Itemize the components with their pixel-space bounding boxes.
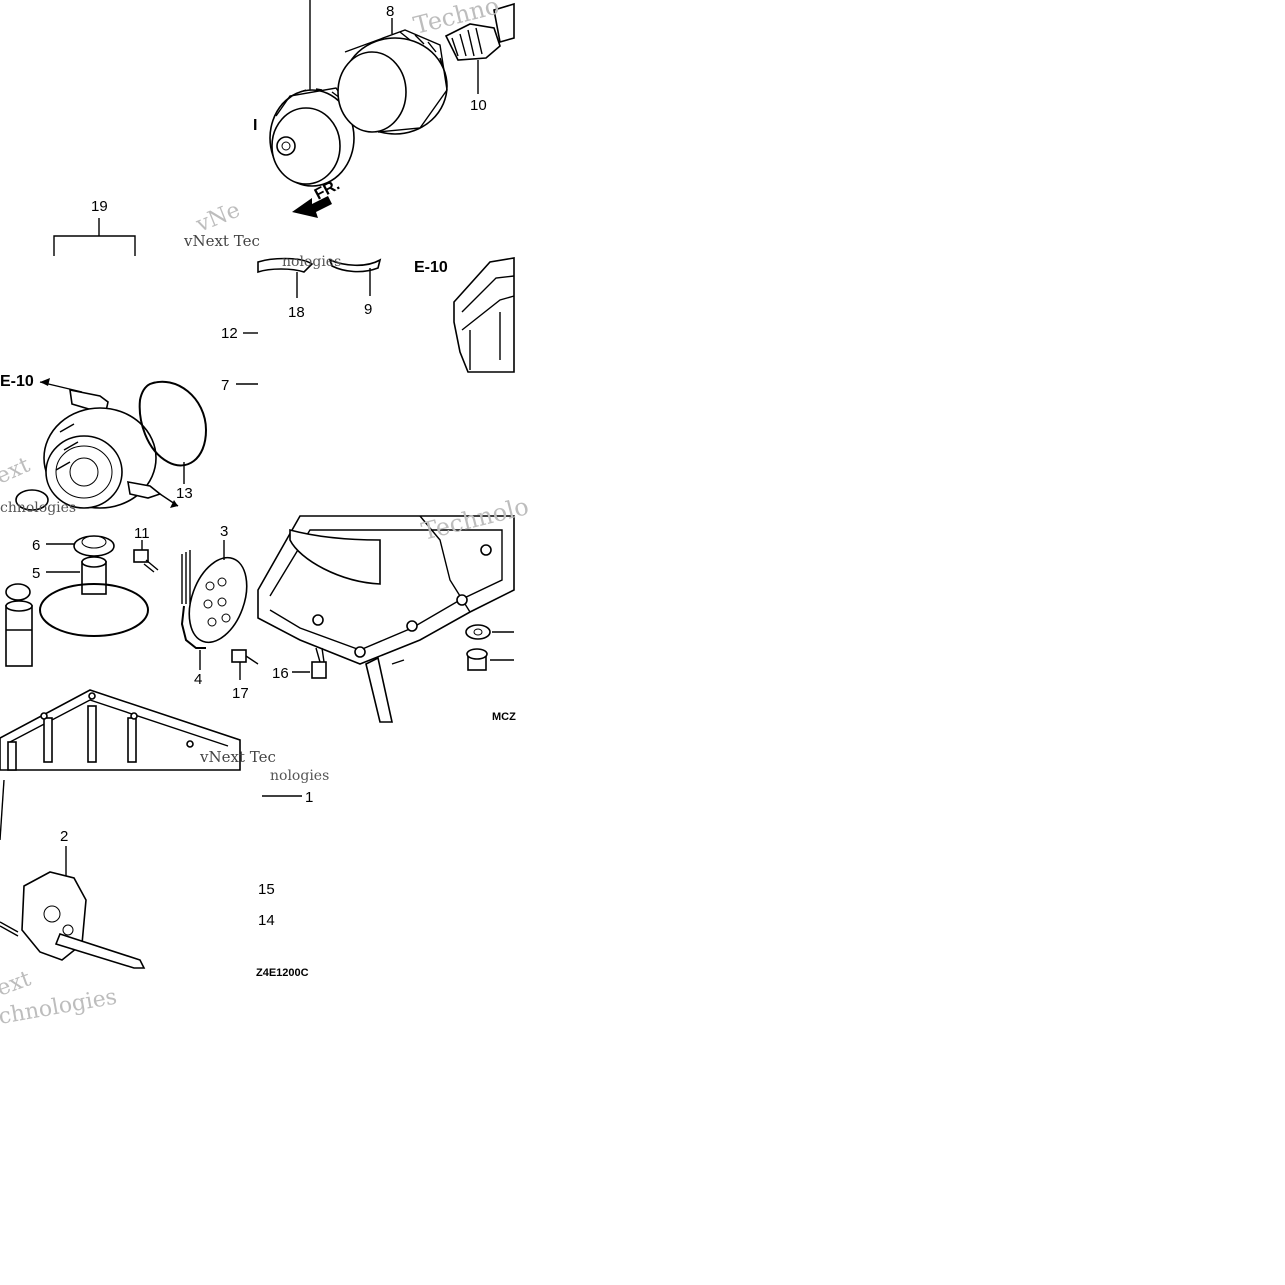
oil-filter-group	[337, 18, 448, 135]
svg-text:vNext Tec: vNext Tec	[199, 748, 276, 766]
drawing-code-mcz: MCZ	[492, 711, 516, 723]
sprocket-3	[188, 540, 248, 644]
callout-3: 3	[220, 523, 228, 540]
seal-18	[257, 257, 314, 298]
ref-e10-left: E-10	[0, 373, 34, 390]
callout-10: 10	[470, 97, 487, 114]
oil-filter-cap-group: I	[253, 0, 355, 187]
callout-2: 2	[60, 828, 68, 845]
bolt-17	[231, 649, 259, 680]
svg-text:ext: ext	[0, 966, 34, 1001]
callout-1: 1	[305, 789, 313, 806]
chain-4	[180, 550, 206, 670]
svg-text:I: I	[253, 117, 257, 134]
bolt-11	[133, 540, 159, 573]
oil-filter-bolt-group	[444, 2, 515, 94]
callout-17: 17	[232, 685, 249, 702]
callout-4: 4	[194, 671, 202, 688]
callout-8: 8	[386, 3, 394, 20]
callout-19: 19	[91, 198, 108, 215]
bolt-16	[311, 647, 327, 679]
callout-9: 9	[364, 301, 372, 318]
washer-right	[465, 624, 514, 640]
cap-6	[46, 535, 115, 557]
callout-12: 12	[221, 325, 238, 342]
drain-bolt-right	[466, 648, 514, 671]
callout-15: 15	[258, 881, 275, 898]
oil-pump-2	[0, 846, 146, 969]
seal-9	[328, 258, 382, 296]
oil-pan-corner-upper	[453, 257, 515, 373]
callout-6: 6	[32, 537, 40, 554]
svg-text:chnologies: chnologies	[0, 500, 76, 516]
svg-text:nologies: nologies	[270, 768, 329, 784]
svg-text:nologies: nologies	[282, 254, 341, 270]
callout-11: 11	[134, 525, 150, 542]
svg-text:vNext Tec: vNext Tec	[183, 232, 260, 250]
callout-13: 13	[176, 485, 193, 502]
lower-crankcase	[0, 689, 241, 771]
callout-7: 7	[221, 377, 229, 394]
ref-e10-top: E-10	[414, 259, 448, 276]
oil-cooler-group	[15, 388, 179, 511]
strainer-5	[39, 556, 149, 637]
pipe-left	[5, 583, 33, 667]
callout-5: 5	[32, 565, 40, 582]
svg-text:ext: ext	[0, 453, 34, 490]
callout-14: 14	[258, 912, 275, 929]
watermarks: Techno vNext Tec vNe nologies ext chnolo…	[0, 0, 531, 1030]
o-ring-13	[138, 380, 208, 484]
drawing-code-z4e1200c: Z4E1200C	[256, 967, 309, 979]
callout-16: 16	[272, 665, 289, 682]
oil-pan	[257, 515, 515, 723]
callout-18: 18	[288, 304, 305, 321]
bracket-19	[53, 218, 136, 256]
